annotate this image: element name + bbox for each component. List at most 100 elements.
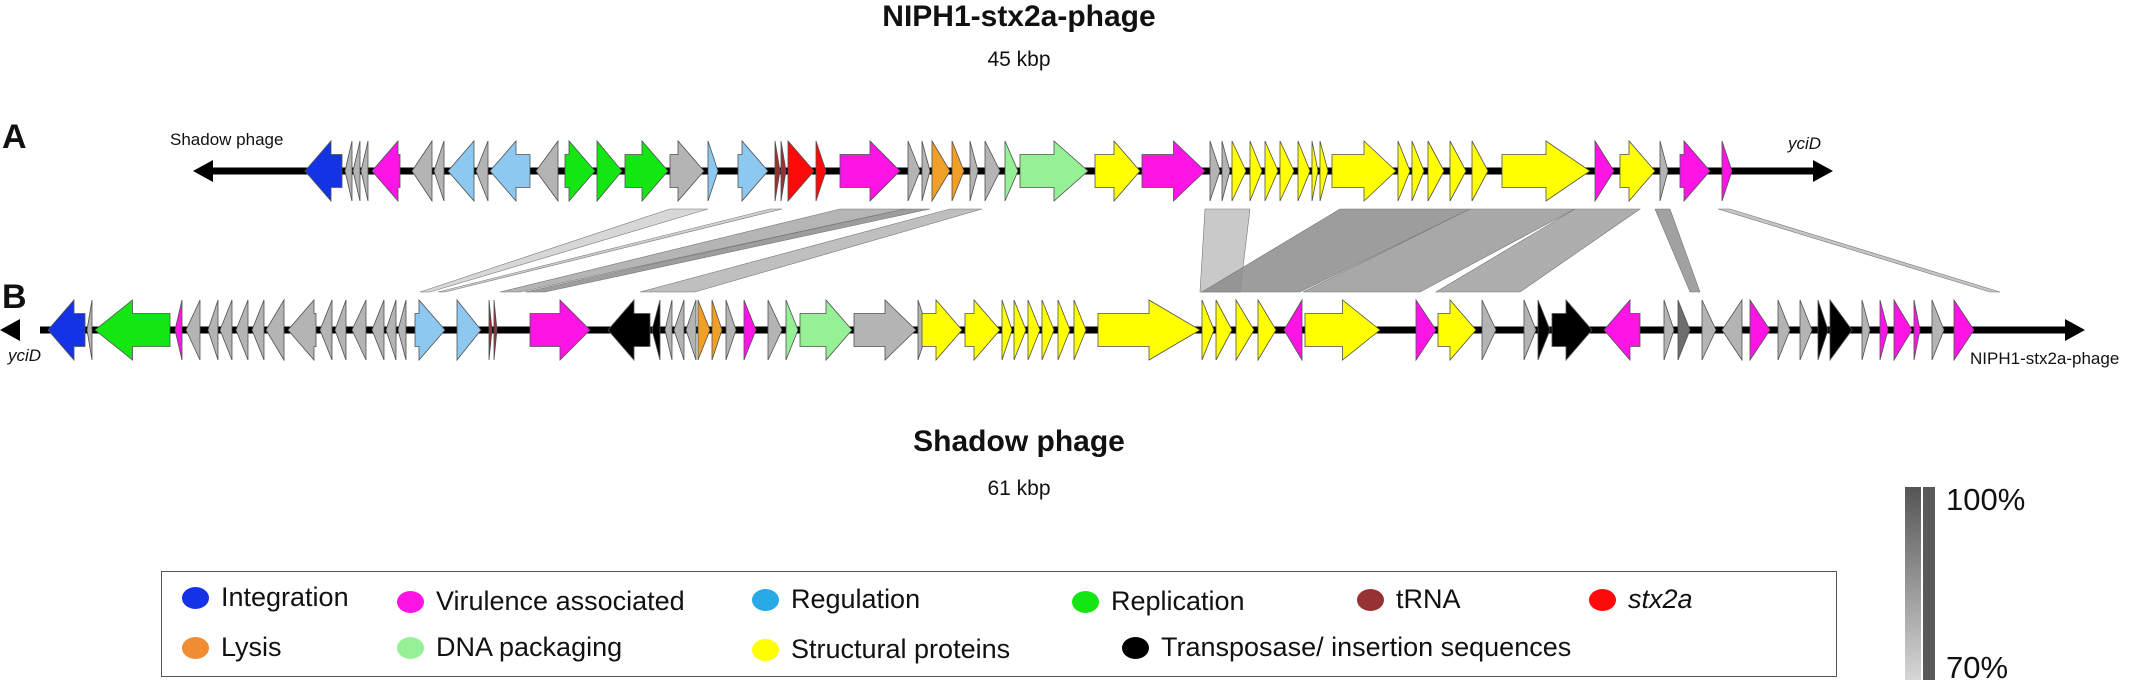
gene-arrow	[1659, 140, 1669, 202]
panel-letter-b: B	[2, 278, 27, 316]
gene-arrow	[1501, 140, 1591, 202]
gene-arrow	[185, 299, 201, 361]
gene-arrow	[607, 298, 651, 362]
gene-arrow	[725, 299, 737, 361]
legend-box: Integration Virulence associated Regulat…	[161, 571, 1837, 677]
phage-b-left-end-arrow	[0, 319, 20, 341]
gene-arrow	[489, 139, 531, 203]
synteny-link	[437, 208, 783, 293]
gene-arrow	[669, 139, 705, 203]
phage-a-right-label: yciD	[1788, 134, 1822, 153]
gene-arrow	[1331, 140, 1397, 202]
gene-arrow	[931, 139, 951, 203]
gene-arrow	[969, 140, 979, 202]
gene-arrow	[1215, 299, 1233, 361]
gene-arrow	[352, 140, 361, 202]
phage-a-size: 45 kbp	[987, 48, 1051, 71]
gene-arrow	[265, 298, 285, 362]
legend-label: Replication	[1111, 586, 1245, 616]
gene-arrow	[1001, 299, 1013, 361]
synteny-link	[419, 208, 709, 293]
gene-arrow	[1551, 298, 1593, 362]
legend-item-trna: tRNA	[1357, 584, 1461, 615]
gene-arrow	[1297, 140, 1311, 202]
gene-arrow	[1879, 299, 1889, 361]
gene-arrow	[964, 298, 1001, 362]
gene-arrow	[1283, 298, 1303, 362]
gene-arrow	[1311, 140, 1319, 202]
gene-arrow	[1481, 299, 1497, 361]
gene-arrow	[1004, 140, 1019, 202]
synteny-link	[1717, 208, 2001, 293]
gene-arrow	[360, 140, 369, 202]
legend-item-stx2a: stx2a	[1589, 584, 1693, 615]
gene-arrow	[1073, 299, 1087, 361]
legend-label: Structural proteins	[791, 634, 1011, 664]
gene-arrow	[774, 140, 781, 202]
synteny-link	[1200, 208, 1471, 293]
gene-arrow	[984, 140, 1001, 202]
gene-arrow	[1749, 298, 1771, 362]
legend-dot-dna-packaging	[397, 636, 424, 659]
gene-arrow	[535, 139, 559, 203]
gene-arrow	[1913, 299, 1921, 361]
synteny-link	[524, 208, 931, 293]
gene-arrow	[1953, 298, 1975, 362]
legend-item-structural: Structural proteins	[752, 634, 1010, 665]
gene-arrow	[1817, 299, 1829, 361]
gene-arrow	[1415, 298, 1437, 362]
gene-arrow	[853, 299, 917, 361]
gene-arrow	[287, 298, 317, 362]
gene-arrow	[737, 139, 769, 203]
phage-a-title: NIPH1-stx2a-phage	[882, 0, 1156, 33]
phage-b-size: 61 kbp	[987, 477, 1051, 500]
gene-arrow	[1027, 299, 1041, 361]
gene-arrow	[711, 299, 723, 361]
gene-arrow	[951, 140, 965, 202]
gene-arrow	[1679, 139, 1711, 203]
gene-arrow	[1861, 299, 1871, 361]
gene-arrow	[1701, 299, 1717, 361]
gene-arrow	[1411, 140, 1425, 202]
phage-b-right-label: NIPH1-stx2a-phage	[1970, 349, 2120, 368]
gene-arrow	[743, 299, 757, 361]
gene-arrow	[86, 299, 93, 361]
synteny-links	[419, 208, 2001, 293]
gene-arrow	[1471, 140, 1489, 202]
phage-a-left-end-arrow	[193, 160, 213, 182]
phage-b-track	[0, 298, 2085, 362]
legend-item-lysis: Lysis	[182, 632, 282, 663]
phage-a-track	[193, 139, 1833, 203]
legend-label: Virulence associated	[436, 586, 685, 616]
gene-arrow	[1537, 299, 1551, 361]
gene-arrow	[1449, 140, 1467, 202]
gene-arrow	[1057, 299, 1071, 361]
legend-item-transposase: Transposase/ insertion sequences	[1122, 632, 1571, 663]
gene-arrow	[371, 139, 401, 203]
gene-arrow	[1201, 299, 1215, 361]
gene-arrow	[385, 299, 397, 361]
legend-dot-trna	[1357, 588, 1384, 611]
gene-arrow	[1094, 139, 1141, 203]
gene-arrow	[651, 299, 661, 361]
legend-dot-stx2a	[1589, 588, 1616, 611]
gene-arrow	[344, 140, 353, 202]
gene-arrow	[174, 299, 183, 361]
gene-arrow	[707, 140, 719, 202]
gene-arrow	[564, 139, 596, 203]
gene-arrow	[673, 299, 685, 361]
gene-arrow	[351, 299, 367, 361]
gene-arrow	[411, 139, 433, 203]
gene-arrow	[1799, 299, 1813, 361]
synteny-link	[1654, 208, 1701, 293]
synteny-link	[499, 208, 906, 293]
legend-dot-lysis	[182, 636, 209, 659]
panel-letter-a: A	[2, 118, 27, 156]
legend-label: Transposase/ insertion sequences	[1161, 632, 1572, 662]
gene-arrow	[475, 140, 489, 202]
gene-arrow	[1304, 299, 1381, 361]
gene-arrow	[488, 299, 493, 361]
gene-arrow	[921, 298, 963, 362]
gene-arrow	[685, 299, 697, 361]
gene-arrow	[493, 299, 498, 361]
